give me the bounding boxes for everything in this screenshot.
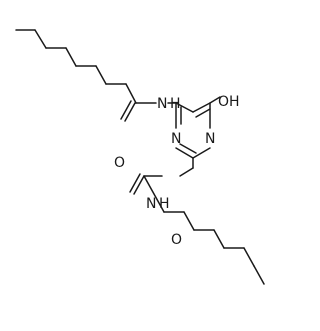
top-amide-h-label: H	[170, 96, 181, 112]
bottom-amide-n-label: N	[146, 196, 156, 212]
bottom-alkyl-chain	[163, 211, 265, 285]
top-amide-group	[120, 100, 177, 122]
molecule-drawing: N H O OH N N N H O	[15, 29, 265, 285]
top-amide-n-label: N	[157, 96, 167, 112]
bottom-amide-group	[129, 157, 194, 213]
hydroxyl-label: OH	[218, 94, 240, 110]
top-carbonyl-o-label: O	[114, 155, 125, 171]
ring-n-right-label: N	[205, 131, 215, 147]
ring-n-left-label: N	[171, 131, 181, 147]
top-alkyl-chain	[15, 29, 137, 104]
bottom-carbonyl-o-label: O	[171, 232, 182, 248]
structure-diagram: N H O OH N N N H O	[15, 29, 265, 285]
atom-labels: N H O OH N N N H O	[114, 94, 240, 248]
pyrimidine-ring	[175, 96, 221, 159]
bottom-amide-h-label: H	[159, 196, 170, 212]
